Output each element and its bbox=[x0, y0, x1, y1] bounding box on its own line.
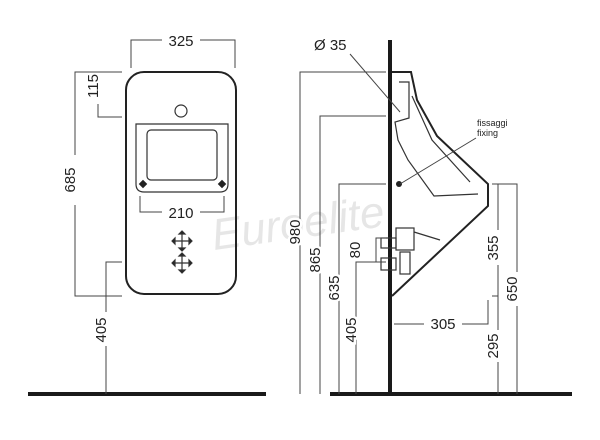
inlet-hole bbox=[174, 104, 188, 118]
fixing-point bbox=[396, 181, 402, 187]
side-view: Ø 35 fissaggi fixing 980 865 635 405 80 … bbox=[285, 37, 521, 396]
dim-405-front-label: 405 bbox=[93, 317, 110, 342]
dim-diameter-35-label: Ø 35 bbox=[314, 37, 347, 54]
dim-865-label: 865 bbox=[307, 247, 324, 272]
drain-icon-lower bbox=[171, 252, 193, 274]
bowl-outer bbox=[135, 123, 229, 193]
dim-115-label: 115 bbox=[85, 74, 102, 98]
dim-635-label: 635 bbox=[326, 275, 343, 300]
dim-295-label: 295 bbox=[485, 333, 502, 358]
dim-325-label: 325 bbox=[168, 33, 193, 50]
bowl-inner bbox=[146, 129, 218, 181]
dim-980-label: 980 bbox=[287, 219, 304, 244]
bowl-inner-line bbox=[394, 81, 479, 197]
dim-210-label: 210 bbox=[168, 205, 193, 222]
fixing-label-en: fixing bbox=[477, 128, 498, 138]
dim-305-label: 305 bbox=[430, 316, 455, 333]
dim-650-label: 650 bbox=[504, 276, 521, 301]
siphon-body bbox=[395, 227, 415, 251]
urinal-front-outline bbox=[125, 71, 237, 295]
front-view: 325 115 685 210 405 bbox=[62, 33, 237, 394]
fixing-label-it: fissaggi bbox=[477, 118, 508, 128]
dim-405-side-label: 405 bbox=[343, 317, 360, 342]
fixing-marker-right bbox=[217, 179, 227, 189]
drain-icon-upper bbox=[171, 230, 193, 252]
urinal-side-outline bbox=[391, 71, 489, 297]
dim-355-label: 355 bbox=[485, 235, 502, 260]
dim-685-label: 685 bbox=[62, 167, 79, 192]
dim-80-label: 80 bbox=[347, 242, 364, 259]
fixing-marker-left bbox=[138, 179, 148, 189]
